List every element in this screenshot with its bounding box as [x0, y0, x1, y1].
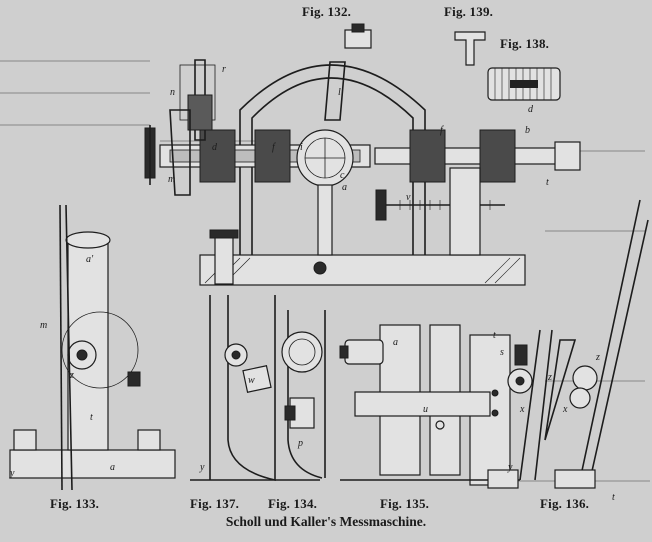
svg-text:z: z	[595, 352, 600, 363]
svg-text:c: c	[340, 170, 345, 181]
svg-text:i: i	[300, 142, 303, 153]
svg-text:y: y	[9, 468, 15, 479]
svg-text:f: f	[440, 125, 444, 136]
svg-text:x: x	[519, 404, 525, 415]
fig-138-label: Fig. 138.	[500, 36, 550, 51]
fig-132-drawing: r n m d f i c a v t l b f	[144, 23, 581, 286]
svg-text:u: u	[423, 404, 428, 415]
svg-text:y: y	[199, 462, 205, 473]
fig-137-label: Fig. 137.	[190, 496, 240, 511]
fig-139-label: Fig. 139.	[444, 4, 494, 19]
figure-caption: Scholl und Kaller's Messmaschine.	[225, 514, 427, 529]
svg-text:f: f	[272, 142, 276, 153]
svg-text:t: t	[546, 177, 549, 188]
svg-text:v: v	[406, 192, 411, 203]
svg-text:l: l	[338, 87, 341, 98]
svg-text:t: t	[612, 492, 615, 503]
svg-text:n: n	[170, 87, 175, 98]
fig-133-drawing: a' m a y t z	[9, 204, 176, 491]
fig-136-drawing: z z x x y t	[487, 199, 649, 503]
svg-text:w: w	[248, 375, 255, 386]
svg-text:m: m	[40, 320, 47, 331]
fig-138-drawing: d	[454, 31, 561, 115]
fig-133-label: Fig. 133.	[50, 496, 100, 511]
svg-text:a': a'	[86, 254, 94, 265]
fig-134-label: Fig. 134.	[268, 496, 318, 511]
svg-text:z: z	[547, 372, 552, 383]
svg-text:d: d	[528, 104, 534, 115]
svg-text:a: a	[342, 182, 347, 193]
svg-text:t: t	[493, 330, 496, 341]
svg-text:a: a	[393, 337, 398, 348]
fig-134-drawing: p	[281, 310, 326, 479]
svg-text:d: d	[212, 142, 218, 153]
svg-text:z: z	[69, 370, 74, 381]
svg-text:t: t	[90, 412, 93, 423]
fig-132-label: Fig. 132.	[302, 4, 352, 19]
svg-text:r: r	[222, 64, 226, 75]
svg-text:a: a	[110, 462, 115, 473]
svg-text:s: s	[500, 347, 504, 358]
fig-136-label: Fig. 136.	[540, 496, 590, 511]
svg-text:y: y	[507, 462, 513, 473]
fig-135-label: Fig. 135.	[380, 496, 430, 511]
svg-text:p: p	[297, 438, 303, 449]
fig-135-drawing: a t u s	[339, 324, 528, 486]
svg-text:m: m	[168, 174, 175, 185]
svg-text:x: x	[562, 404, 568, 415]
svg-text:b: b	[525, 125, 530, 136]
fig-137-drawing: w y	[190, 229, 320, 481]
